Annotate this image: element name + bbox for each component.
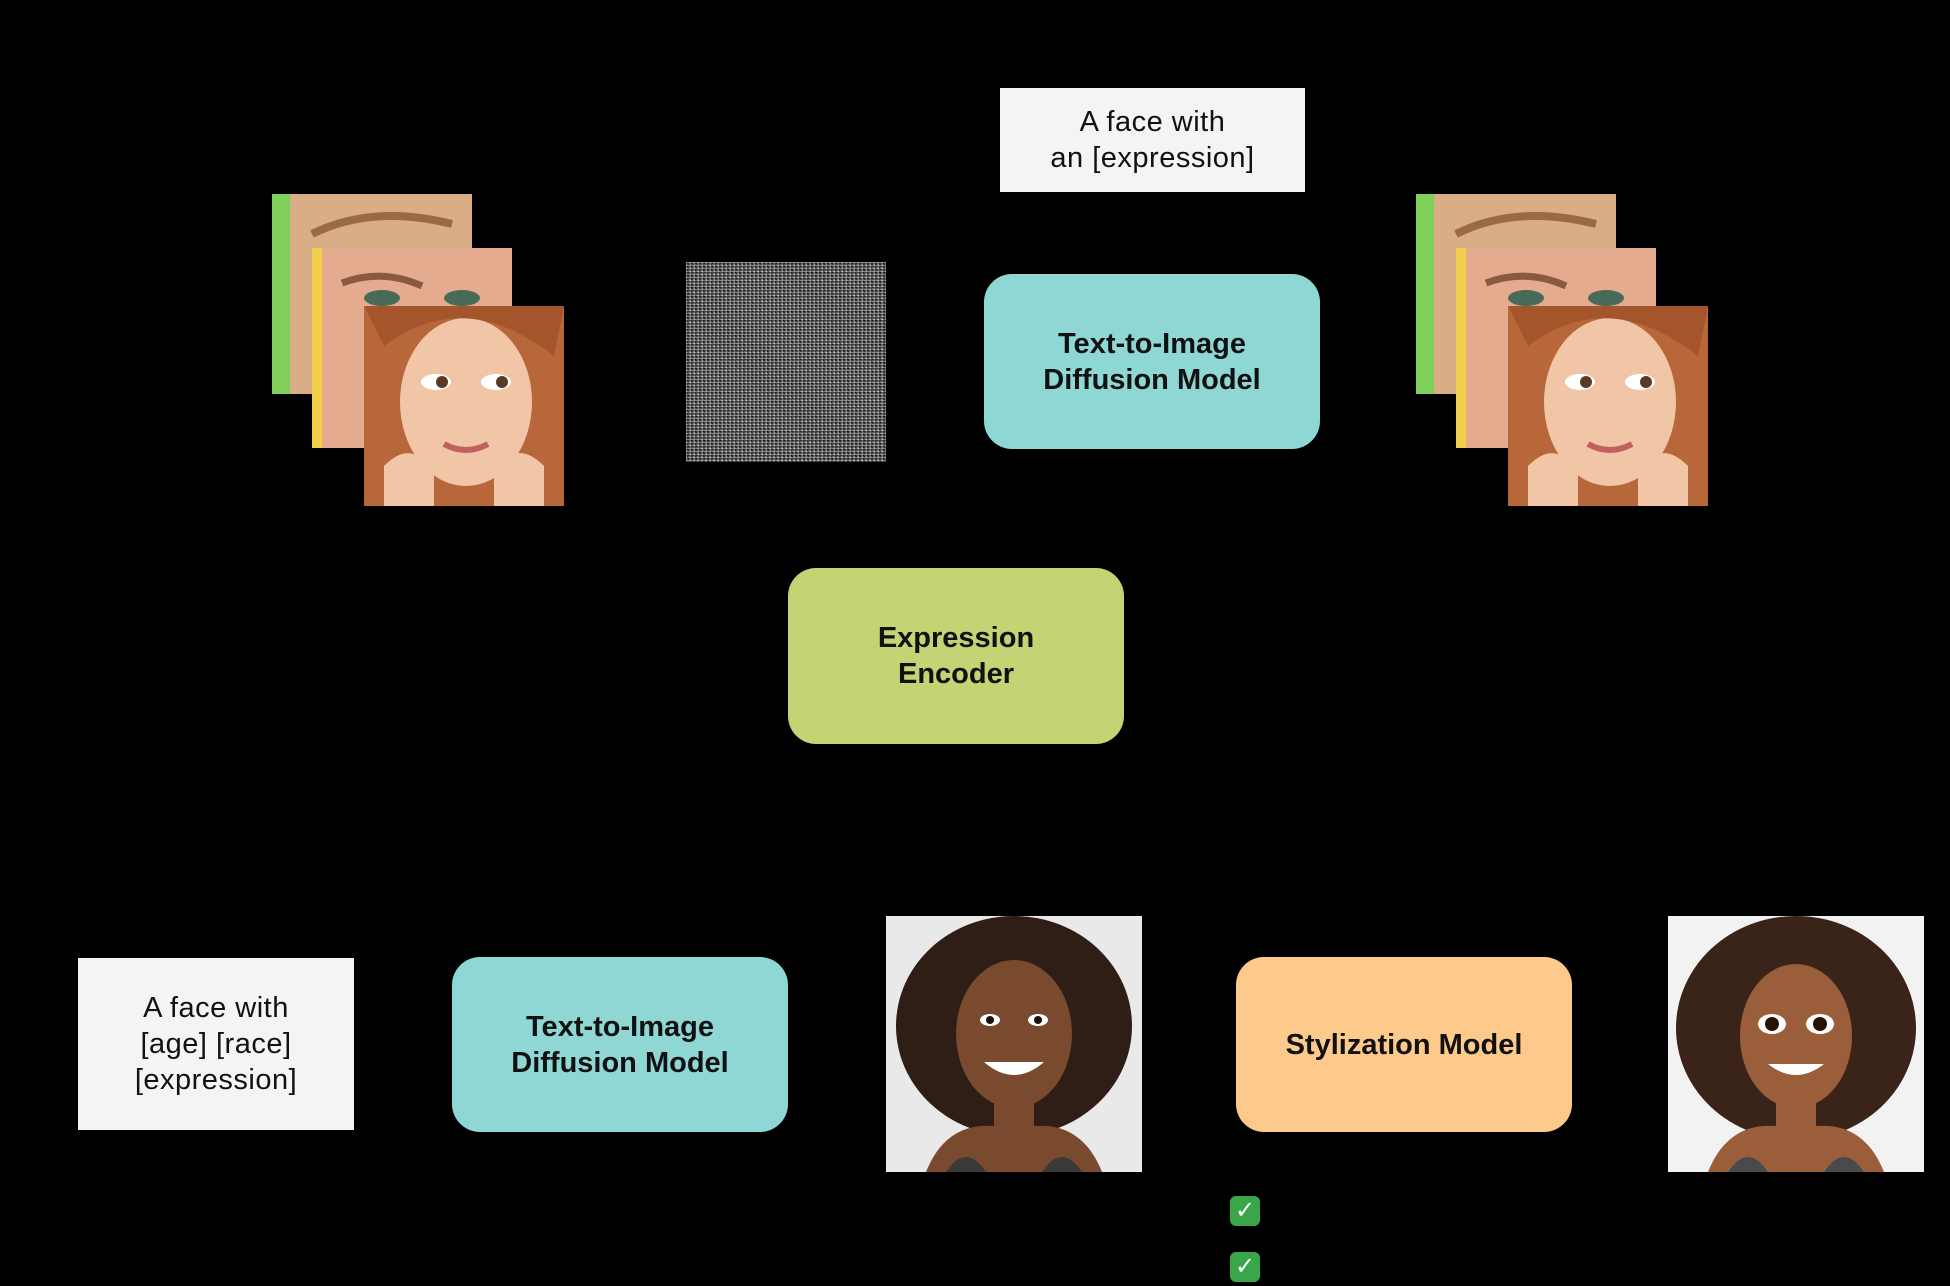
model-label: Text-to-Image bbox=[526, 1010, 714, 1043]
stylization-model-box: Stylization Model bbox=[1236, 957, 1572, 1132]
model-label: Stylization Model bbox=[1285, 1028, 1523, 1061]
model-label: Diffusion Model bbox=[511, 1046, 729, 1079]
face-photo-woman-output bbox=[1508, 306, 1708, 506]
prompt-line: an [expression] bbox=[1050, 142, 1255, 174]
noise-image bbox=[686, 262, 886, 462]
model-label: Encoder bbox=[897, 658, 1015, 690]
prompt-line: [age] [race] bbox=[140, 1028, 292, 1060]
generated-portrait-photo bbox=[886, 916, 1142, 1172]
model-label: Diffusion Model bbox=[1043, 363, 1261, 396]
check-mark-icon: ✓ bbox=[1230, 1252, 1260, 1282]
diffusion-model-box-top: Text-to-Image Diffusion Model bbox=[984, 274, 1320, 449]
check-mark-icon: ✓ bbox=[1230, 1196, 1260, 1226]
expression-encoder-box: Expression Encoder bbox=[788, 568, 1124, 744]
prompt-box-age-race-expression: A face with [age] [race] [expression] bbox=[78, 958, 354, 1130]
face-photo-woman bbox=[364, 306, 564, 506]
prompt-line: A face with bbox=[1079, 106, 1226, 138]
prompt-box-expression: A face with an [expression] bbox=[1000, 88, 1305, 192]
model-label: Expression bbox=[877, 622, 1035, 654]
check-symbol: ✓ bbox=[1234, 1197, 1256, 1224]
prompt-line: A face with bbox=[143, 992, 289, 1024]
check-symbol: ✓ bbox=[1234, 1253, 1256, 1280]
prompt-line: [expression] bbox=[134, 1064, 298, 1096]
stylized-portrait-photo bbox=[1668, 916, 1924, 1172]
model-label: Text-to-Image bbox=[1058, 327, 1246, 360]
diffusion-model-box-bottom: Text-to-Image Diffusion Model bbox=[452, 957, 788, 1132]
